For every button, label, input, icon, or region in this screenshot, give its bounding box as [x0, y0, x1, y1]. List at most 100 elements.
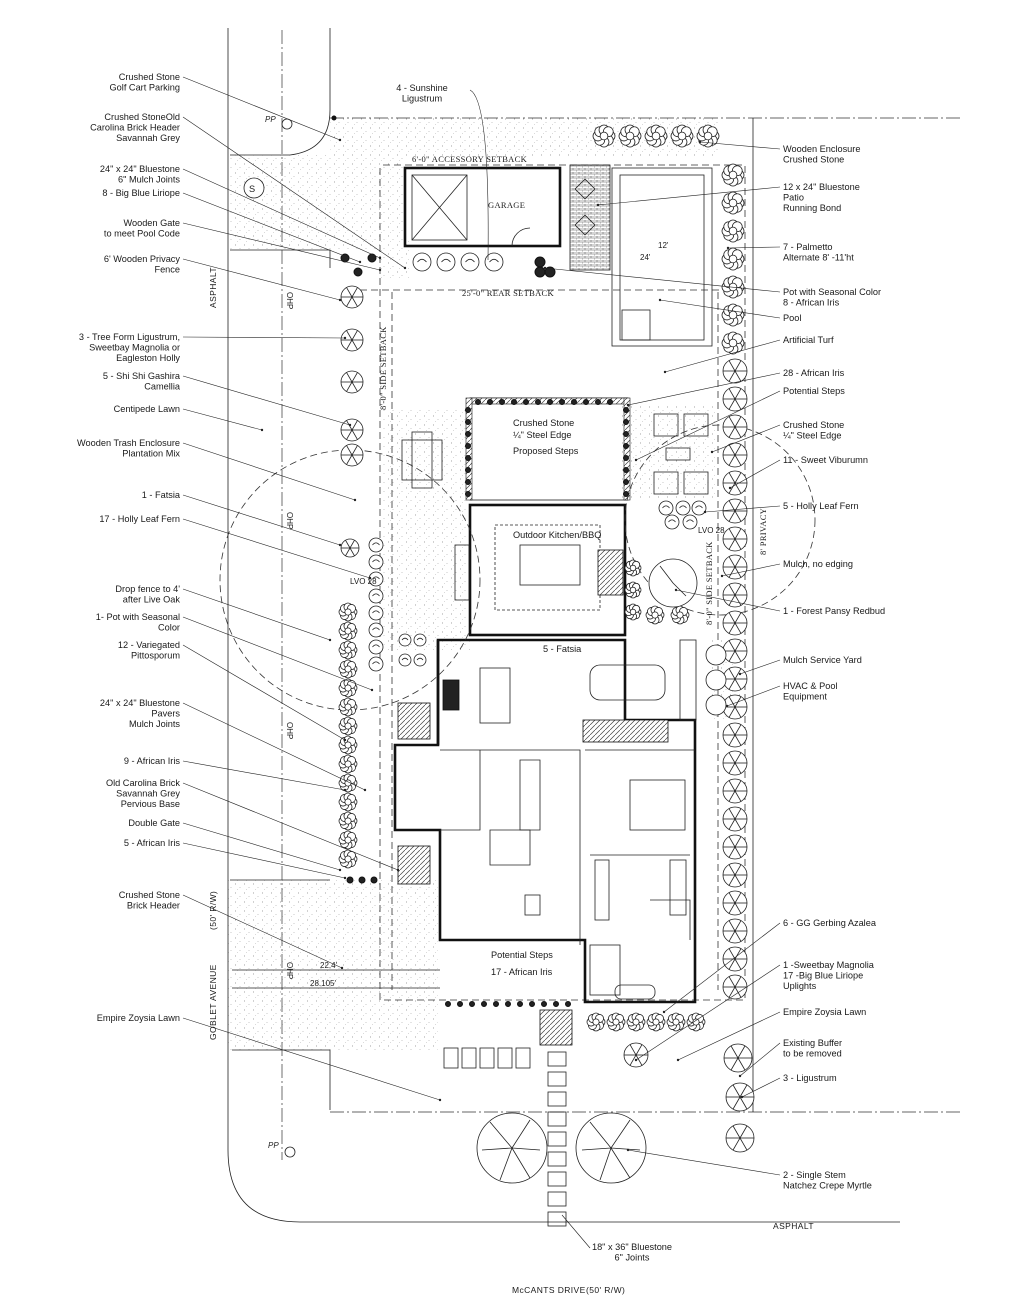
shrub-symbol — [565, 1001, 571, 1007]
shrub-symbol — [722, 918, 748, 944]
shrub-symbol — [367, 253, 377, 263]
leader-line — [739, 1042, 781, 1077]
shrub-symbol — [623, 479, 629, 485]
ohp-label-1: OHP — [285, 292, 294, 309]
shrub-symbol — [623, 455, 629, 461]
shrub-symbol — [646, 1012, 666, 1032]
leader-dot — [340, 966, 344, 970]
shrub-symbol — [722, 498, 748, 524]
shrub-symbol — [553, 1001, 559, 1007]
callout-potential-steps-top-line: Potential Steps — [783, 386, 845, 396]
leader-line — [182, 442, 356, 501]
shrub-symbol — [606, 1012, 626, 1032]
shrub-symbol — [721, 247, 745, 271]
leader-dot — [338, 298, 342, 302]
leader-dot — [363, 788, 367, 792]
leader-line — [663, 922, 781, 1013]
callout-forest-pansy: 1 - Forest Pansy Redbud — [674, 588, 885, 616]
shrub-symbol — [583, 399, 589, 405]
leader-line — [597, 186, 781, 206]
callout-pot-seasonal-right-line: Pot with Seasonal Color — [783, 287, 881, 297]
leader-dot — [728, 486, 732, 490]
shrub-symbol — [412, 252, 432, 272]
shrub-symbol — [517, 1001, 523, 1007]
shrub-symbol — [465, 491, 471, 497]
callout-bluestone-18-line: 6" Joints — [615, 1253, 650, 1263]
shrub-symbol — [338, 735, 358, 755]
shrub-symbol — [340, 418, 364, 442]
callout-pot-seasonal-right-line: 8 - African Iris — [783, 298, 840, 308]
callout-wooden-gate-line: Wooden Gate — [123, 218, 180, 228]
callout-bluestone-patio-line: 12 x 24" Bluestone — [783, 182, 860, 192]
leader-line — [739, 659, 781, 675]
shrub-symbol — [338, 792, 358, 812]
shrub-symbol — [338, 621, 358, 641]
callout-bluestone-pavers-line: Pavers — [151, 709, 180, 719]
shrub-symbol — [340, 538, 360, 558]
pool-width-dim: 12' — [658, 241, 669, 250]
callout-palmetto-line: 7 - Palmetto — [783, 242, 833, 252]
callout-mulch-service-yard-line: Mulch Service Yard — [783, 655, 862, 665]
power-pole-top: PP — [265, 115, 293, 130]
shrub-symbol — [722, 470, 748, 496]
shrub-symbol — [511, 399, 517, 405]
callout-tree-form-ligustrum-line: Sweetbay Magnolia or — [89, 343, 180, 353]
shrub-symbol — [721, 191, 745, 215]
leader-line — [182, 1017, 441, 1101]
shrub-symbols — [338, 124, 755, 1153]
callout-old-carolina-brick-line: Pervious Base — [121, 799, 180, 809]
shrub-symbol — [340, 328, 364, 352]
shrub-symbol — [592, 124, 616, 148]
shrub-symbol — [338, 678, 358, 698]
ohp-label-4: OHP — [285, 962, 294, 979]
leader-line — [182, 192, 361, 263]
crepe-myrtle-trees — [476, 1112, 647, 1184]
shrub-symbol — [722, 974, 748, 1000]
callout-bluestone-18-line: 18" x 36" Bluestone — [592, 1242, 672, 1252]
shrub-symbol — [644, 124, 668, 148]
power-pole-bottom: PP — [268, 1141, 296, 1158]
leader-dot — [338, 868, 342, 872]
shrub-symbol — [624, 581, 642, 599]
leader-dot — [378, 268, 382, 272]
shrub-symbol — [721, 331, 745, 355]
callout-mulch-no-edging-line: Mulch, no edging — [783, 559, 853, 569]
sewer-symbol: S — [243, 177, 265, 199]
callout-sunshine-ligustrum-line: 4 - Sunshine — [396, 83, 448, 93]
callout-mulch-no-edging: Mulch, no edging — [720, 559, 853, 578]
shrub-symbol — [547, 399, 553, 405]
shrub-symbol — [722, 862, 748, 888]
callout-african-iris-9-line: 9 - African Iris — [124, 756, 181, 766]
shrub-symbol — [559, 399, 565, 405]
shrub-symbol — [722, 890, 748, 916]
leader-line — [727, 246, 781, 249]
leader-line — [182, 760, 346, 791]
leader-dot — [596, 203, 600, 207]
shrub-symbol — [623, 491, 629, 497]
shrub-symbol — [725, 1082, 755, 1112]
ohp-label-2: OHP — [285, 512, 294, 529]
leader-dot — [343, 876, 347, 880]
shrub-symbol — [353, 267, 363, 277]
leader-line — [741, 1077, 781, 1098]
callout-variegated-pittosporum-line: 12 - Variegated — [118, 640, 180, 650]
leader-dot — [740, 1095, 744, 1099]
callout-potential-steps-top: Potential Steps — [634, 386, 845, 462]
leader-dot — [338, 543, 342, 547]
leader-line — [182, 408, 263, 431]
callout-existing-buffer-line: to be removed — [783, 1049, 842, 1059]
svg-text:PP: PP — [265, 115, 276, 124]
leader-dot — [710, 450, 714, 454]
shrub-symbol — [465, 455, 471, 461]
shrub-symbol — [469, 1001, 475, 1007]
callout-crushed-stone-steel-right-line: Crushed Stone — [783, 420, 844, 430]
callout-forest-pansy-line: 1 - Forest Pansy Redbud — [783, 606, 885, 616]
callout-wooden-trash-enclosure-line: Wooden Trash Enclosure — [77, 438, 180, 448]
callout-drop-fence: Drop fence to 4'after Live Oak — [115, 584, 332, 642]
dimension-22: 22.4' — [320, 961, 338, 970]
leader-dot — [698, 140, 702, 144]
